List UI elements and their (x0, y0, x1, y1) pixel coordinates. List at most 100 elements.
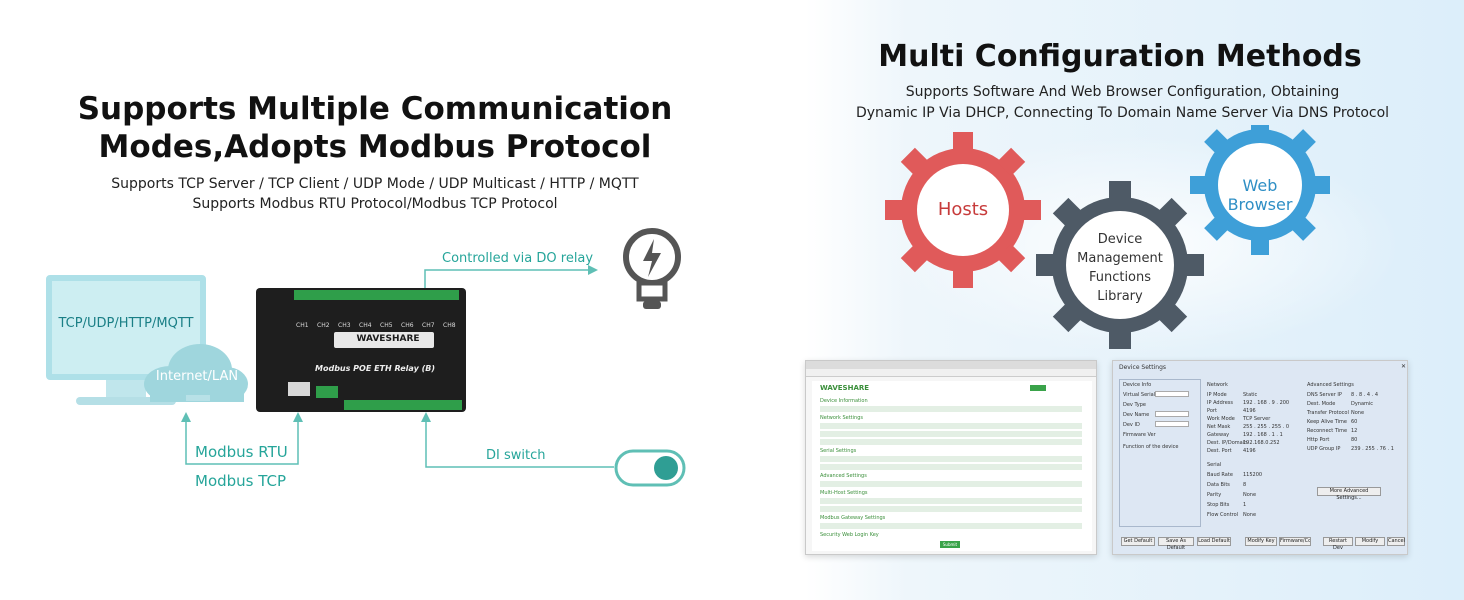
channel-label: CH8 (443, 322, 456, 329)
field-value[interactable]: Dynamic (1351, 401, 1374, 407)
rj45-port (288, 382, 310, 396)
web-row (820, 481, 1082, 487)
web-section: Device Information (820, 398, 868, 404)
load-default-button[interactable]: Load Default (1197, 537, 1231, 546)
browser-tabbar (806, 361, 1096, 369)
channel-label: CH2 (317, 322, 330, 329)
more-advanced-button[interactable]: More Advanced Settings... (1317, 487, 1381, 501)
field-label: Transfer Protocol (1307, 410, 1349, 416)
field-label: Keep Alive Time (1307, 419, 1348, 425)
cloud-label: Internet/LAN (155, 369, 239, 384)
web-row (820, 406, 1082, 412)
right-subtitle: Supports Software And Web Browser Config… (845, 82, 1400, 124)
gears-illustration (880, 125, 1400, 355)
function-heading: Function of the device (1123, 444, 1179, 450)
restart-dev-button[interactable]: Restart Dev (1323, 537, 1353, 551)
field-value[interactable]: 8 (1243, 482, 1247, 488)
field-value[interactable]: 192 . 168 . 1 . 1 (1243, 432, 1283, 438)
channel-label: CH4 (359, 322, 372, 329)
dev-label-line3: Functions (1088, 270, 1152, 285)
get-default-button[interactable]: Get Default (1121, 537, 1155, 546)
field-label: IP Address (1207, 400, 1233, 406)
field-value[interactable]: None (1351, 410, 1365, 416)
web-section: Network Settings (820, 415, 863, 421)
web-submit-button[interactable]: Submit (940, 541, 960, 548)
web-browser-label: Web Browser (1212, 176, 1308, 214)
power-terminal (316, 386, 338, 398)
software-config-screenshot: Device Settings ✕ Device Info Virtual Se… (1112, 360, 1408, 555)
field-label: Port (1207, 408, 1217, 414)
web-section: Security Web Login Key (820, 532, 879, 538)
field-label: Dest. Mode (1307, 401, 1336, 407)
field-label: UDP Group IP (1307, 446, 1341, 452)
dialog-title: Device Settings (1119, 364, 1167, 371)
modbus-arrow-left (181, 412, 191, 422)
channel-label: CH1 (296, 322, 309, 329)
field-value[interactable]: 192 . 168 . 9 . 200 (1243, 400, 1290, 406)
web-config-screenshot: WAVESHARE Device Information Network Set… (805, 360, 1097, 555)
left-sub-line1: Supports TCP Server / TCP Client / UDP M… (111, 176, 639, 192)
web-brand: WAVESHARE (820, 384, 870, 392)
device-brand: WAVESHARE (356, 334, 420, 344)
field-value[interactable]: 192.168.0.252 (1243, 440, 1280, 446)
field-value[interactable]: 60 (1351, 419, 1358, 425)
web-row (820, 439, 1082, 445)
device-library-label: Device Management Functions Library (1065, 230, 1175, 306)
monitor-stand (106, 380, 146, 398)
field-value[interactable]: 255 . 255 . 255 . 0 (1243, 424, 1290, 430)
web-page: WAVESHARE Device Information Network Set… (812, 381, 1092, 551)
field-label: Dev Name (1123, 412, 1150, 418)
field-label: DNS Server IP (1307, 392, 1342, 398)
channel-label: CH3 (338, 322, 351, 329)
modbus-tcp-label: Modbus TCP (195, 472, 287, 490)
monitor-base (76, 397, 176, 405)
field-value[interactable]: None (1243, 492, 1257, 498)
virtual-serial-select[interactable] (1155, 391, 1189, 397)
field-value[interactable]: 80 (1351, 437, 1358, 443)
field-label: Work Mode (1207, 416, 1235, 422)
field-value[interactable]: 4196 (1243, 408, 1256, 414)
hosts-label: Hosts (937, 199, 989, 220)
close-icon[interactable]: ✕ (1401, 363, 1407, 370)
modify-key-button[interactable]: Modify Key (1245, 537, 1277, 546)
field-value[interactable]: None (1243, 512, 1257, 518)
field-label: Reconnect Time (1307, 428, 1348, 434)
field-value[interactable]: 8 . 8 . 4 . 4 (1351, 392, 1379, 398)
dev-label-line1: Device (1097, 232, 1143, 247)
field-value[interactable]: 12 (1351, 428, 1358, 434)
relay-device: CH1 CH2 CH3 CH4 CH5 CH6 CH7 CH8 (256, 288, 466, 412)
monitor-screen (46, 275, 206, 380)
top-terminal-block (294, 290, 459, 300)
web-login-button[interactable] (1030, 385, 1046, 391)
field-label: IP Mode (1207, 392, 1227, 398)
field-value[interactable]: Static (1243, 392, 1258, 398)
field-value[interactable]: 1 (1243, 502, 1247, 508)
field-label: Stop Bits (1207, 502, 1230, 508)
left-sub-line2: Supports Modbus RTU Protocol/Modbus TCP … (192, 196, 558, 212)
dev-name-input[interactable] (1155, 411, 1189, 417)
firmware-config-button[interactable]: Firmware/Config (1279, 537, 1311, 546)
computer-monitor (46, 275, 206, 410)
modbus-line (185, 420, 299, 465)
modify-setting-button[interactable]: Modify Setting (1355, 537, 1385, 546)
field-label: Dev Type (1123, 402, 1146, 408)
do-arrow (588, 265, 598, 275)
web-label-line1: Web (1242, 176, 1278, 195)
web-row (820, 423, 1082, 429)
field-label: Virtual Serial (1123, 392, 1156, 398)
field-value[interactable]: 239 . 255 . 76 . 1 (1351, 446, 1394, 452)
di-switch-label: DI switch (486, 448, 546, 463)
field-value[interactable]: 115200 (1243, 472, 1263, 478)
left-subtitle: Supports TCP Server / TCP Client / UDP M… (70, 174, 680, 214)
dev-label-line4: Library (1097, 289, 1143, 304)
save-default-button[interactable]: Save As Default (1158, 537, 1194, 551)
field-value[interactable]: TCP Server (1243, 416, 1271, 422)
browser-addressbar (806, 369, 1096, 377)
monitor-label: TCP/UDP/HTTP/MQTT (58, 316, 194, 331)
field-label: Parity (1207, 492, 1222, 498)
di-arrow (421, 412, 431, 422)
field-value[interactable]: 4196 (1243, 448, 1256, 454)
cancel-button[interactable]: Cancel (1387, 537, 1405, 546)
field-label: Firmware Ver (1123, 432, 1156, 438)
dev-id-input[interactable] (1155, 421, 1189, 427)
